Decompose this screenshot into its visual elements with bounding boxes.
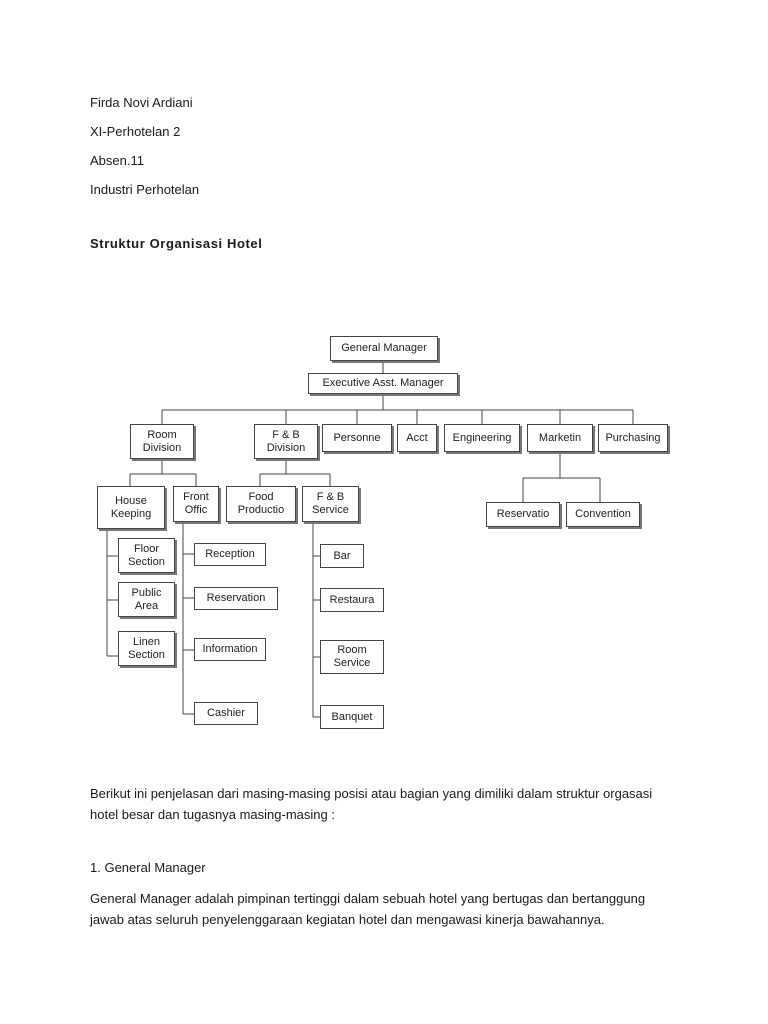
org-box-banquet: Banquet [320, 705, 384, 729]
org-box-reservation-marketing: Reservatio [486, 502, 560, 527]
org-box-room-service: Room Service [320, 640, 384, 674]
org-box-reception: Reception [194, 543, 266, 566]
org-box-engineering: Engineering [444, 424, 520, 452]
subject-label: Industri Perhotelan [90, 182, 200, 197]
org-box-room-division: Room Division [130, 424, 194, 459]
org-box-bar: Bar [320, 544, 364, 568]
org-box-front-office: Front Offic [173, 486, 219, 522]
org-box-floor-section: Floor Section [118, 538, 175, 573]
class-label: XI-Perhotelan 2 [90, 124, 181, 139]
org-box-linen-section: Linen Section [118, 631, 175, 666]
org-box-cashier: Cashier [194, 702, 258, 725]
absen-label: Absen.11 [90, 153, 144, 168]
org-box-purchasing: Purchasing [598, 424, 668, 452]
org-box-fb-division: F & B Division [254, 424, 318, 459]
org-box-acct: Acct [397, 424, 437, 452]
section-title: Struktur Organisasi Hotel [90, 236, 263, 251]
org-box-food-production: Food Productio [226, 486, 296, 522]
org-box-house-keeping: House Keeping [97, 486, 165, 529]
intro-paragraph: Berikut ini penjelasan dari masing-masin… [90, 786, 653, 822]
org-box-executive-asst-manager: Executive Asst. Manager [308, 373, 458, 394]
org-box-marketing: Marketin [527, 424, 593, 452]
org-box-personnel: Personne [322, 424, 392, 452]
org-box-fb-service: F & B Service [302, 486, 359, 522]
org-box-restaurant: Restaura [320, 588, 384, 612]
org-box-reservation-front-office: Reservation [194, 587, 278, 610]
item1-heading: 1. General Manager [90, 860, 206, 875]
org-box-information: Information [194, 638, 266, 661]
org-box-convention: Convention [566, 502, 640, 527]
org-box-general-manager: General Manager [330, 336, 438, 361]
org-box-public-area: Public Area [118, 582, 175, 617]
item1-text: General Manager adalah pimpinan tertingg… [90, 891, 646, 927]
author-name: Firda Novi Ardiani [90, 95, 193, 110]
